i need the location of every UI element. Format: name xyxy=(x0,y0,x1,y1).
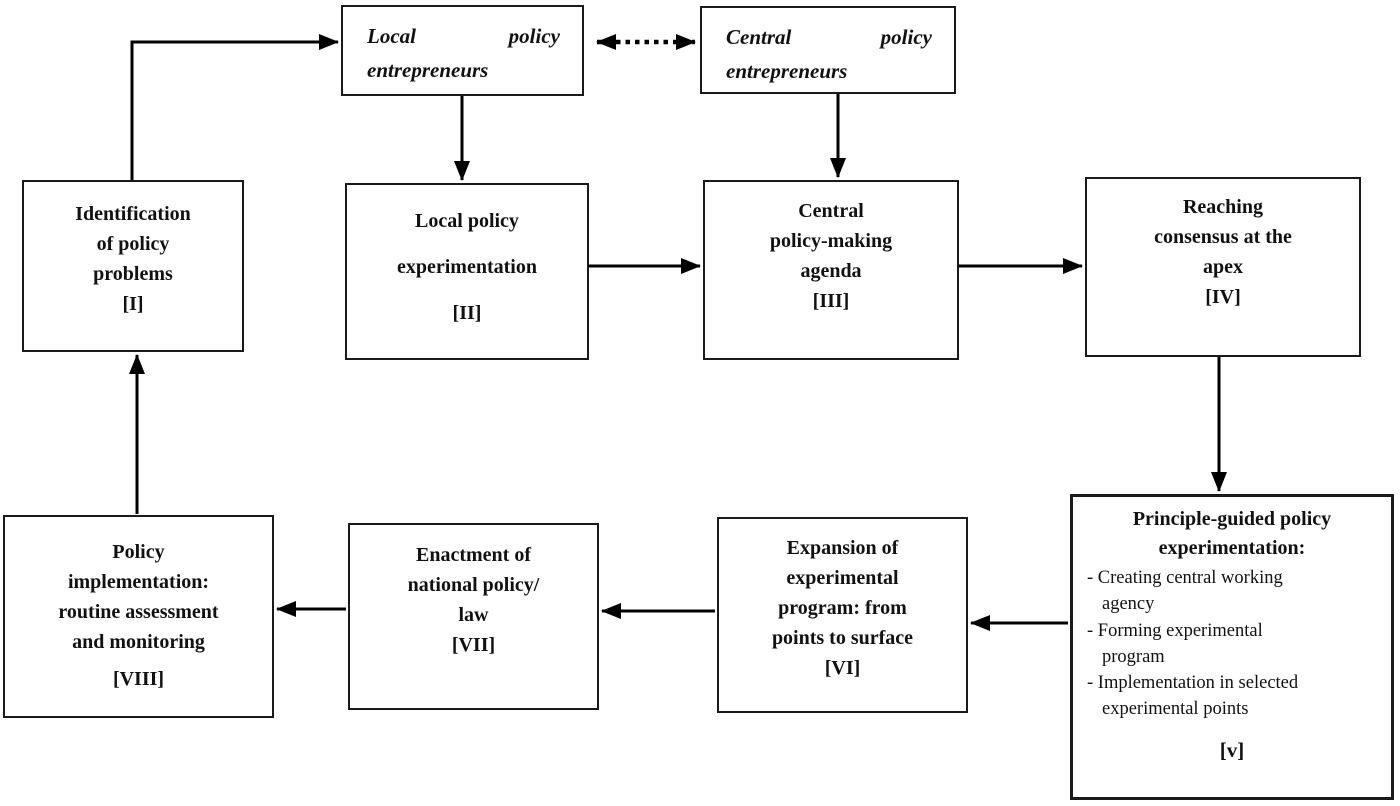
node-label-line: entrepreneurs xyxy=(726,59,848,84)
node-label: Central policy-making agenda xyxy=(769,200,893,282)
list-item: - Creating central working agency xyxy=(1087,568,1283,615)
node-stage-number: [VII] xyxy=(451,634,496,656)
node-local-policy-entrepreneurs: Local policy entrepreneurs xyxy=(341,5,584,96)
node-principle-guided-policy-experimentation: Principle-guided policy experimentation:… xyxy=(1070,494,1394,800)
node-stage-number: [v] xyxy=(1219,737,1245,762)
node-expansion-of-experimental-program: Expansion of experimental program: from … xyxy=(717,517,968,713)
node-label: Policy implementation: routine assessmen… xyxy=(58,541,219,653)
node-label-line: Central policy xyxy=(726,25,932,49)
list-item: - Implementation in selected experimenta… xyxy=(1087,673,1299,720)
node-stage-number: [VI] xyxy=(824,657,861,679)
node-label: Enactment of national policy/ law xyxy=(407,544,540,626)
node-label: Identification of policy problems xyxy=(75,203,191,285)
node-label-line: entrepreneurs xyxy=(367,58,489,83)
node-label: Reaching consensus at the apex xyxy=(1154,196,1292,278)
node-label: Local policy experimentation xyxy=(397,210,537,278)
node-stage-number: [II] xyxy=(452,302,482,324)
node-local-policy-experimentation: Local policy experimentation [II] xyxy=(345,183,589,360)
list-item: - Forming experimental program xyxy=(1087,620,1263,667)
node-label: Expansion of experimental program: from … xyxy=(771,537,914,649)
node-enactment-of-national-policy-law: Enactment of national policy/ law [VII] xyxy=(348,523,599,710)
arrow-identification-to-local-entrepreneurs xyxy=(130,34,339,180)
node-central-policy-making-agenda: Central policy-making agenda [III] xyxy=(703,180,959,360)
node-stage-number: [I] xyxy=(122,293,144,315)
node-central-policy-entrepreneurs: Central policy entrepreneurs xyxy=(700,6,956,94)
node-policy-implementation: Policy implementation: routine assessmen… xyxy=(3,515,274,718)
node-reaching-consensus-at-the-apex: Reaching consensus at the apex [IV] xyxy=(1085,177,1361,357)
node-label-line: Local policy xyxy=(367,24,560,48)
node-identification-of-policy-problems: Identification of policy problems [I] xyxy=(22,180,244,352)
node-stage-number: [VIII] xyxy=(112,668,165,690)
node-label: Principle-guided policy experimentation: xyxy=(1132,508,1332,559)
node-bullet-list: - Creating central working agency - Form… xyxy=(1073,563,1391,723)
node-stage-number: [III] xyxy=(812,290,850,312)
node-stage-number: [IV] xyxy=(1205,286,1241,308)
